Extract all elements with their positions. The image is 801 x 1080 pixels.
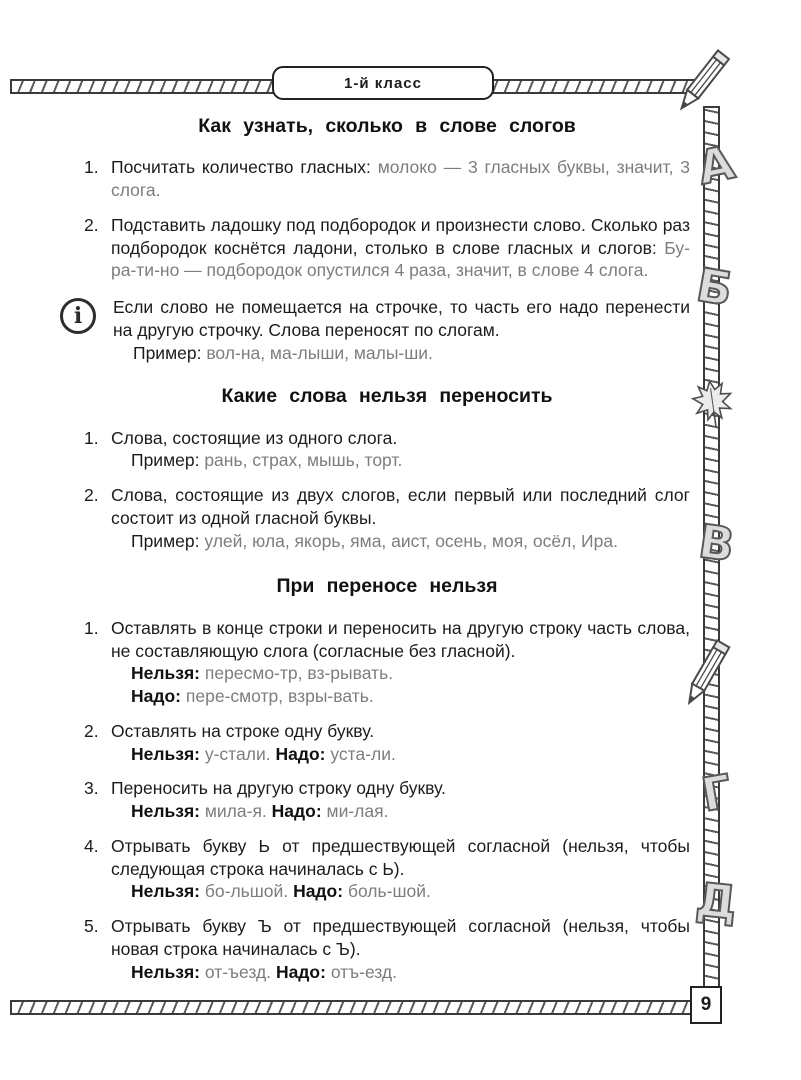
example-words: рань, страх, мышь, торт.	[204, 450, 403, 471]
item-text: Отрывать букву Ь от предшествующей согла…	[111, 835, 690, 903]
margin-letter-a: А	[692, 134, 740, 196]
item-text: Подставить ладошку под подбородок и прои…	[111, 214, 690, 282]
item-example-line: Пример: улей, юла, якорь, яма, аист, осе…	[111, 530, 690, 553]
rule-words: уста-ли.	[330, 743, 396, 764]
grade-badge: 1-й класс	[272, 66, 494, 100]
list-item: 1. Оставлять в конце строки и переносить…	[84, 617, 690, 708]
item-number: 3.	[84, 778, 99, 799]
rule-line: Нельзя: у-стали. Надо: уста-ли.	[111, 743, 690, 766]
section-heading-syllables: Как узнать, сколько в слове слогов	[198, 115, 576, 137]
pencil-icon	[666, 44, 735, 122]
section-heading-transfer-rules: При переносе нельзя	[276, 575, 498, 598]
rule-words: у-стали.	[204, 743, 271, 764]
item-number: 2.	[84, 214, 99, 235]
item-number: 1.	[84, 617, 99, 638]
pencil-icon	[674, 635, 736, 716]
note-main-text: Если слово не помещается на строчке, то …	[113, 297, 690, 340]
item-text: Оставлять на строке одну букву. Нельзя: …	[111, 720, 690, 766]
item-example-text: молоко — 3 гласных буквы, значит, 3 слог…	[111, 157, 690, 201]
rule-label: Нельзя:	[131, 663, 200, 684]
page-number: 9	[690, 986, 722, 1024]
list-item: 1. Слова, состоящие из одного слога. При…	[84, 427, 690, 473]
list-item: 2. Оставлять на строке одну букву. Нельз…	[84, 720, 690, 766]
note-text: Если слово не помещается на строчке, то …	[113, 296, 690, 364]
item-main-text: Слова, состоящие из двух слогов, если пе…	[111, 485, 690, 528]
info-icon-glyph: i	[73, 302, 83, 329]
margin-letter-b: Б	[692, 256, 738, 317]
item-number: 2.	[84, 485, 99, 506]
list-item: 5. Отрывать букву Ъ от предшествующей со…	[84, 915, 690, 983]
rule-label: Нельзя:	[131, 743, 200, 764]
item-main-text: Оставлять на строке одну букву.	[111, 720, 375, 741]
rule-words: бо-льшой.	[204, 881, 289, 902]
example-label: Пример:	[133, 342, 202, 363]
rule-line: Нельзя: пересмо-тр, вз-рывать.	[111, 662, 690, 685]
item-number: 1.	[84, 157, 99, 178]
list-item: 4. Отрывать букву Ь от предшествующей со…	[84, 835, 690, 903]
info-note: i Если слово не помещается на строчке, т…	[60, 296, 690, 364]
list-item: 2. Подставить ладошку под подбородок и п…	[84, 214, 690, 282]
rule-line: Нельзя: бо-льшой. Надо: боль-шой.	[111, 880, 690, 903]
item-main-text: Отрывать букву Ъ от предшествующей согла…	[111, 916, 690, 959]
list-item: 2. Слова, состоящие из двух слогов, если…	[84, 484, 690, 552]
rule-line: Нельзя: мила-я. Надо: ми-лая.	[111, 800, 690, 823]
example-label: Пример:	[131, 530, 200, 551]
section-heading-no-transfer: Какие слова нельзя переносить	[221, 385, 553, 408]
item-text: Слова, состоящие из одного слога. Пример…	[111, 427, 690, 473]
rule-label: Надо:	[271, 801, 322, 822]
example-words: вол-на, ма-лыши, малы-ши.	[206, 342, 433, 363]
rule-label: Надо:	[131, 686, 181, 707]
rule-words: пере-смотр, взры-вать.	[185, 686, 374, 707]
item-main-text: Переносить на другую строку одну букву.	[111, 778, 446, 799]
rule-line: Надо: пере-смотр, взры-вать.	[111, 685, 690, 708]
item-example-line: Пример: рань, страх, мышь, торт.	[111, 449, 690, 472]
grade-badge-label: 1-й класс	[344, 74, 422, 92]
rule-label: Нельзя:	[131, 801, 200, 822]
item-main-text: Отрывать букву Ь от предшествующей согла…	[111, 835, 690, 879]
list-item: 1. Посчитать количество гласных: молоко …	[84, 156, 690, 202]
item-main-text: Оставлять в конце строки и переносить на…	[111, 617, 690, 661]
rule-label: Надо:	[275, 961, 326, 982]
example-label: Пример:	[131, 450, 200, 471]
rule-label: Нельзя:	[131, 881, 200, 902]
item-main-text: Слова, состоящие из одного слога.	[111, 427, 398, 448]
example-words: улей, юла, якорь, яма, аист, осень, моя,…	[204, 530, 618, 551]
note-example-line: Пример: вол-на, ма-лыши, малы-ши.	[113, 342, 690, 365]
margin-letter-v: В	[694, 513, 738, 573]
item-number: 5.	[84, 916, 99, 937]
rule-line: Нельзя: от-ъезд. Надо: отъ-езд.	[111, 961, 690, 984]
item-main-text: Посчитать количество гласных:	[111, 157, 371, 178]
list-item: 3. Переносить на другую строку одну букв…	[84, 777, 690, 823]
maple-leaf-icon	[686, 375, 739, 436]
rule-words: ми-лая.	[326, 801, 389, 822]
rule-words: отъ-езд.	[330, 961, 398, 982]
margin-letter-d: Д	[692, 871, 740, 931]
item-text: Переносить на другую строку одну букву. …	[111, 777, 690, 823]
rule-label: Надо:	[275, 743, 326, 764]
item-text: Слова, состоящие из двух слогов, если пе…	[111, 484, 690, 552]
info-icon: i	[60, 298, 96, 335]
item-main-text: Подставить ладошку под подбородок и прои…	[111, 214, 690, 258]
item-text: Отрывать букву Ъ от предшествующей согла…	[111, 915, 690, 983]
page-content: Как узнать, сколько в слове слогов 1. По…	[60, 110, 690, 995]
item-text: Оставлять в конце строки и переносить на…	[111, 617, 690, 708]
bottom-border-hatch	[10, 1000, 692, 1015]
item-number: 4.	[84, 835, 99, 856]
rule-words: боль-шой.	[347, 881, 431, 902]
rule-words: пересмо-тр, вз-рывать.	[204, 663, 394, 684]
item-number: 1.	[84, 427, 99, 448]
item-example-text: Бу-ра-ти-но — подбородок опустился 4 раз…	[111, 237, 690, 281]
rule-words: мила-я.	[204, 801, 267, 822]
item-text: Посчитать количество гласных: молоко — 3…	[111, 156, 690, 202]
item-number: 2.	[84, 720, 99, 741]
rule-label: Нельзя:	[131, 961, 200, 982]
rule-words: от-ъезд.	[204, 961, 272, 982]
page-number-value: 9	[700, 994, 712, 1015]
rule-label: Надо:	[293, 881, 344, 902]
